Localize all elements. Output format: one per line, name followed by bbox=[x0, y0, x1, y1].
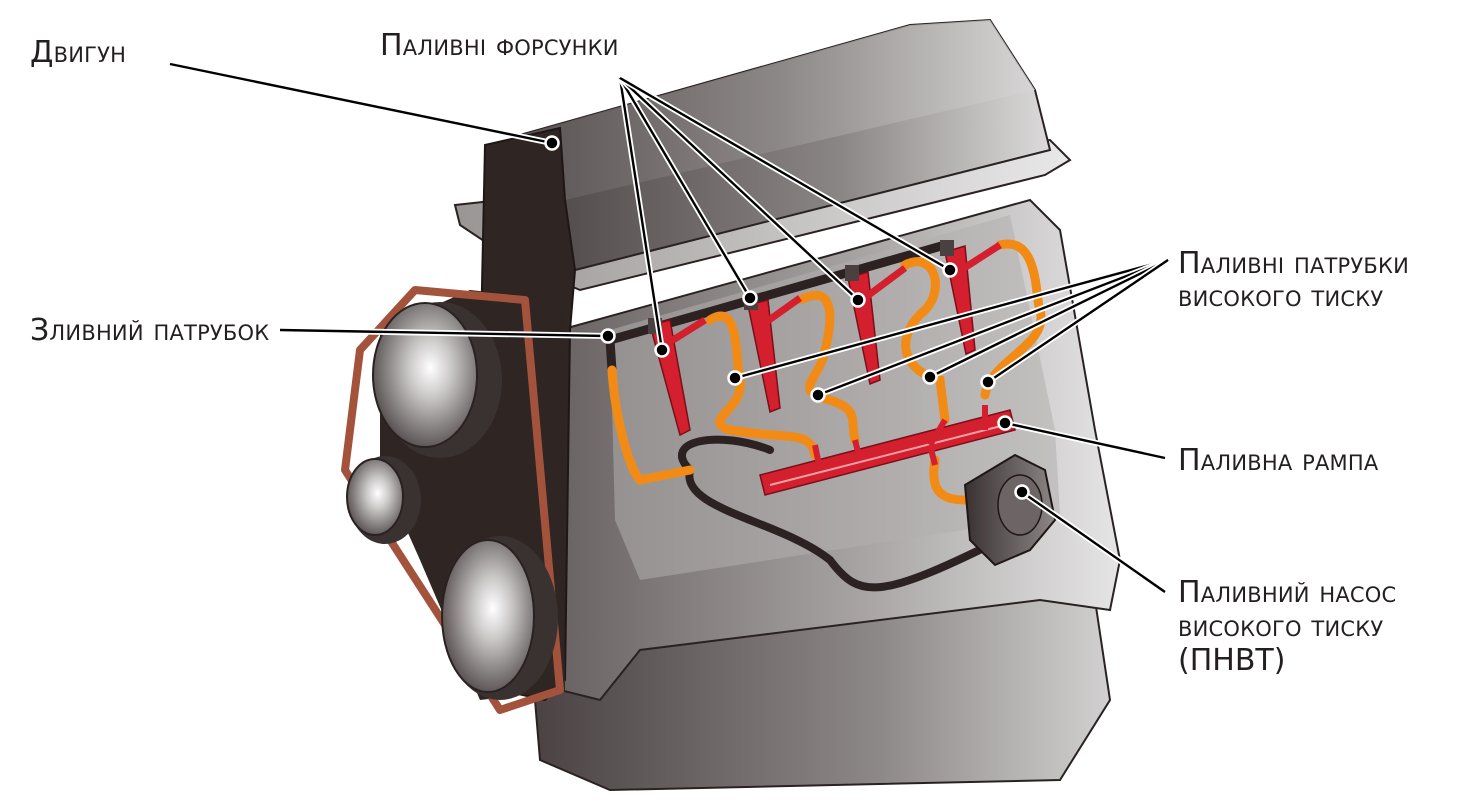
label-pump-2: високого тиску bbox=[1178, 609, 1383, 644]
leader-dots bbox=[544, 135, 1030, 500]
head-top bbox=[520, 20, 1035, 200]
drive-belt bbox=[341, 286, 564, 714]
label-pump-3: (ПНВТ) bbox=[1178, 643, 1285, 678]
label-hp-lines-1: Паливні патрубки bbox=[1178, 246, 1409, 281]
label-hp-lines-2: високого тиску bbox=[1178, 279, 1383, 314]
belt-drive bbox=[341, 286, 564, 714]
leader-lines bbox=[169, 61, 1170, 595]
label-rail: Паливна рампа bbox=[1178, 443, 1379, 478]
idler-pulley bbox=[346, 456, 421, 544]
label-engine: Двигун bbox=[30, 35, 126, 70]
high-pressure-pump bbox=[963, 453, 1057, 567]
upper-pulley bbox=[372, 302, 502, 458]
label-pump-1: Паливний насос bbox=[1178, 575, 1396, 610]
label-injectors: Паливні форсунки bbox=[380, 28, 619, 63]
label-return-line: Зливний патрубок bbox=[30, 313, 269, 348]
pump-return-hose bbox=[678, 435, 1014, 592]
fuel-rail bbox=[759, 405, 1016, 496]
crank-pulley bbox=[441, 536, 558, 700]
injector-2 bbox=[744, 294, 803, 414]
